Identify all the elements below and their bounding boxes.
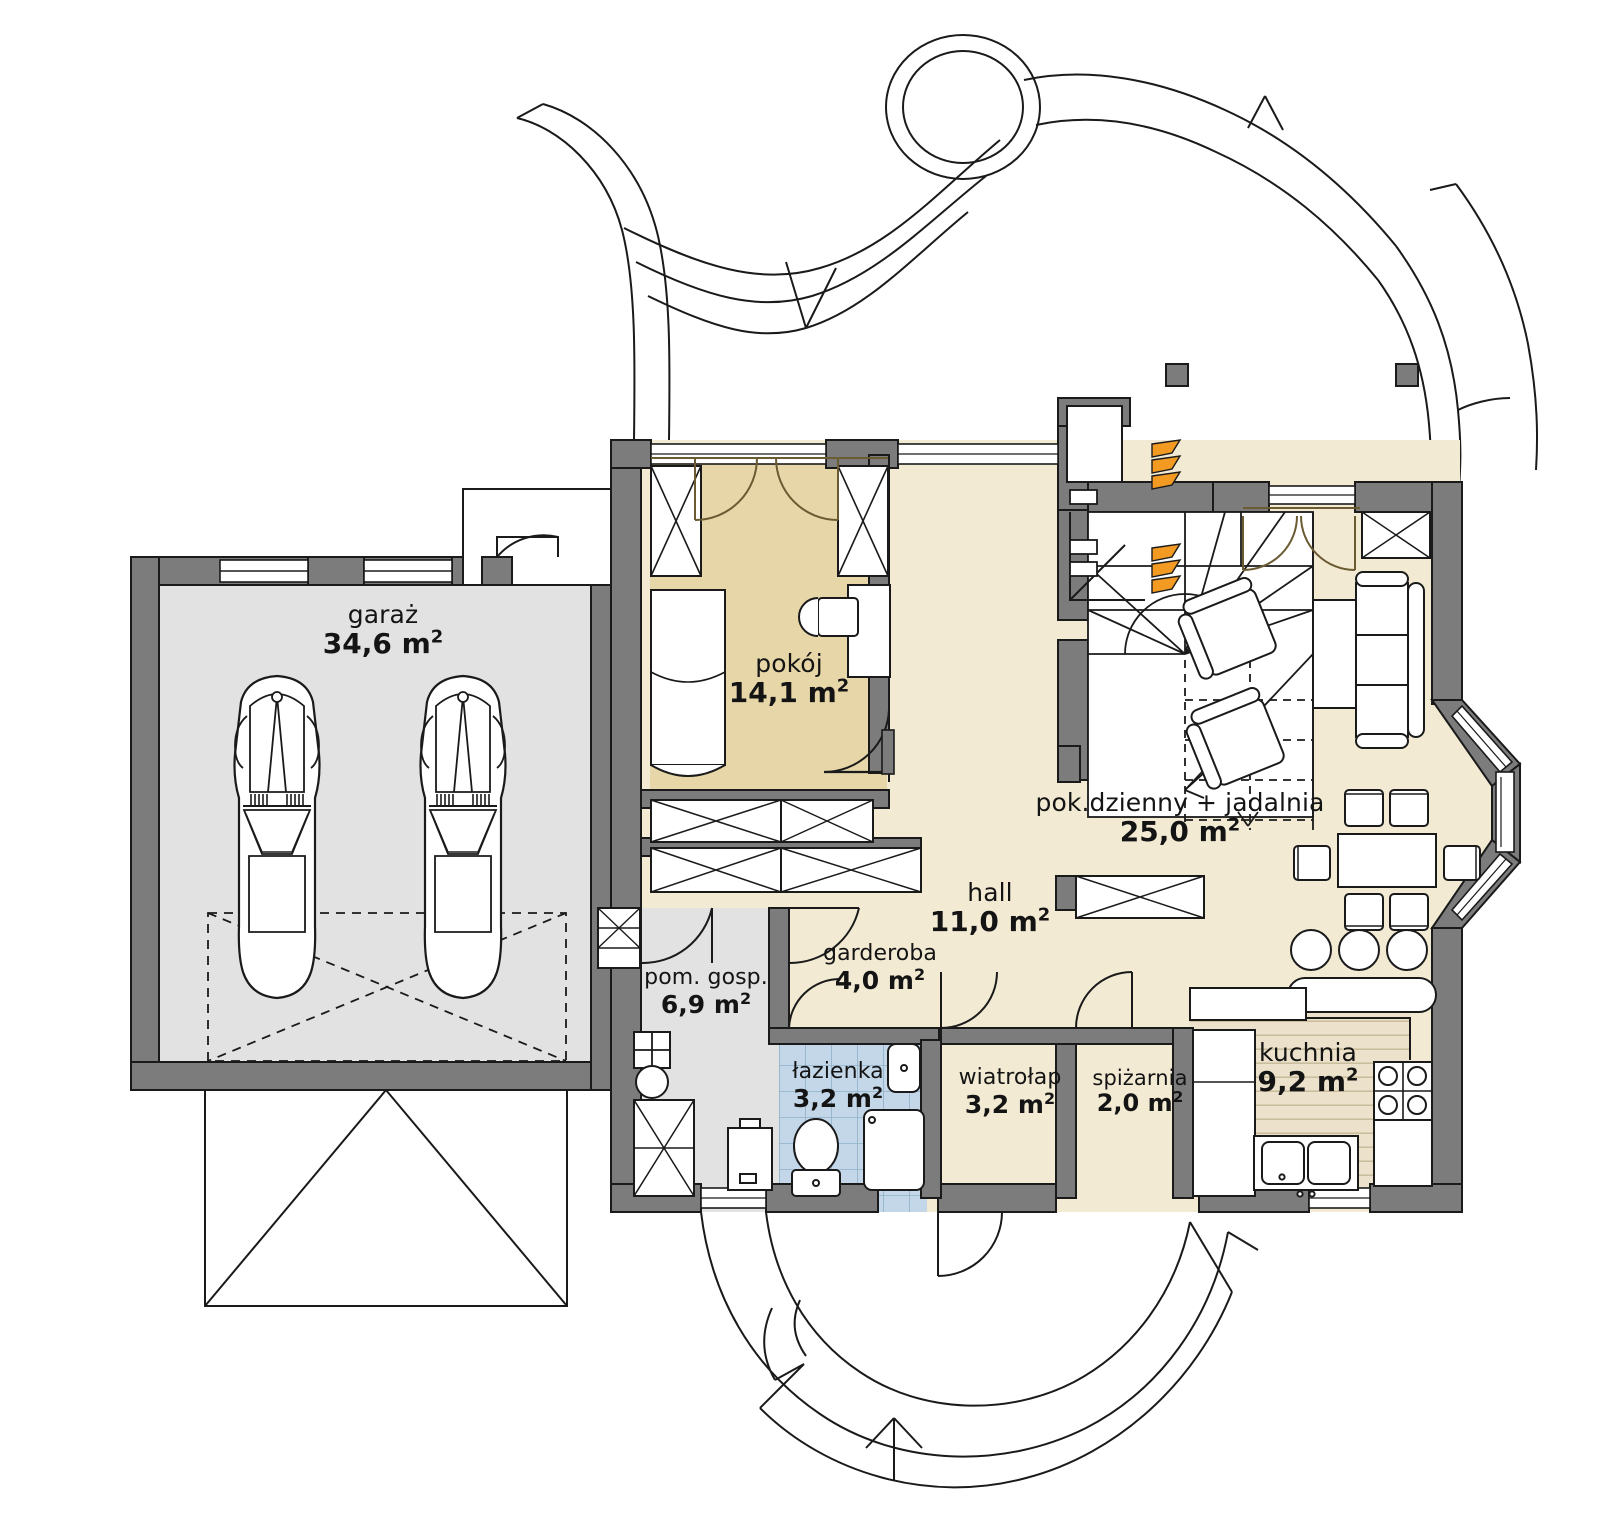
garden-paths-top [516,34,1539,491]
garage-room [130,556,620,1091]
garage-door-openings [219,556,483,586]
hall-cabinets [650,799,1205,919]
fireplace-flame-icon-lower [1151,543,1182,594]
car-left [233,674,321,1000]
utility-fixtures [597,907,773,1197]
exterior-windows [650,443,1515,1209]
bathroom-fixtures [791,1043,925,1197]
structural-column-markers [1165,363,1419,387]
bedroom-furniture [650,457,891,777]
car-right [419,674,507,1000]
entry-steps-bottom [700,1211,1259,1489]
sofa [1355,571,1425,749]
flue-vents-upper [1069,489,1098,577]
garage-roof-outline [204,1088,568,1307]
garage-side-entry [462,488,620,586]
dining-set [1293,789,1481,931]
living-room-furniture [1177,507,1431,790]
kitchen-fixtures [1189,929,1437,1198]
fireplace-flame-icon-upper [1151,439,1182,490]
fireplace-and-flues [1066,363,1419,601]
